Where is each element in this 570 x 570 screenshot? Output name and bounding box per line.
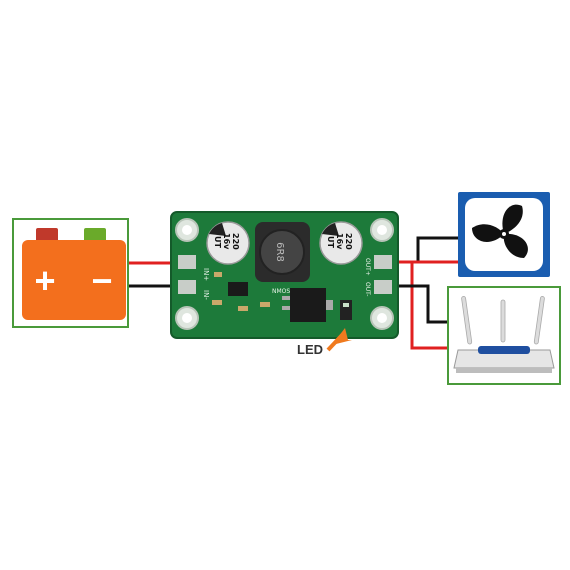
inductor: 6R8 [255,222,310,282]
smd-resistor-4 [214,272,222,277]
battery-body [22,240,126,320]
output-wires [398,236,458,350]
led-lens [343,303,349,307]
cap-left-voltage: 16v [222,233,231,250]
mounting-hole-bl-center [182,313,192,323]
inductor-core [259,229,305,275]
fan-hub-center [502,232,506,236]
cap-left-value: 220 [231,233,240,250]
mounting-hole-tl-center [182,225,192,235]
fan-blade-1 [502,204,523,234]
converter-board: IN+ IN- 220 16v UT 6R8 220 16v UT [170,211,399,339]
inductor-code: 6R8 [274,242,285,262]
capacitor-right: 220 16v UT [319,221,363,265]
fan-icon [458,192,550,277]
nmos-pin-2 [282,306,290,310]
router-antenna-center [500,299,506,343]
in-plus-label: IN+ [202,268,210,281]
router-antenna-right [533,296,545,345]
controller-ic [228,282,248,296]
capacitor-left-stripe [209,223,226,236]
capacitor-left: 220 16v UT [206,221,250,265]
cap-left-brand: UT [213,236,222,248]
arrow-icon [326,328,352,352]
router-icon [447,286,561,385]
fan-blades [472,204,528,258]
battery-minus-sign: − [91,260,112,301]
router-red-wire [410,262,458,350]
input-pad-plus [178,255,196,269]
nmos-transistor [290,288,326,322]
fan-blade-3 [472,224,504,242]
input-pad-minus [178,280,196,294]
router-antenna-left [461,296,473,345]
router-base [456,368,552,373]
nmos-pin-1 [282,296,290,300]
mounting-hole-tr-center [377,225,387,235]
output-pad-minus [374,280,392,294]
fan-blade-2 [503,233,528,258]
cap-right-value: 220 [344,233,353,250]
smd-resistor-3 [260,302,270,307]
out-plus-label: OUT+ [364,258,371,276]
battery-terminal-positive [84,228,106,242]
cap-right-voltage: 16v [335,233,344,250]
cap-right-brand: UT [326,236,335,248]
led-arrow-shaft [326,331,346,352]
fan-black-wire [398,236,458,264]
input-wires [128,261,176,288]
smd-resistor-2 [238,306,248,311]
capacitor-right-stripe [322,223,339,236]
smd-resistor-1 [212,300,222,305]
led-label: LED [297,342,323,357]
in-minus-label: IN- [202,290,210,300]
nmos-label: NMOS [272,288,290,295]
router-front-panel [478,346,530,354]
output-pad-plus [374,255,392,269]
battery-icon: + − [12,218,129,328]
mounting-hole-br-center [377,313,387,323]
out-minus-label: OUT- [364,282,371,296]
battery-plus-sign: + [34,260,55,301]
battery-terminal-negative [36,228,58,242]
nmos-tab [326,300,333,310]
